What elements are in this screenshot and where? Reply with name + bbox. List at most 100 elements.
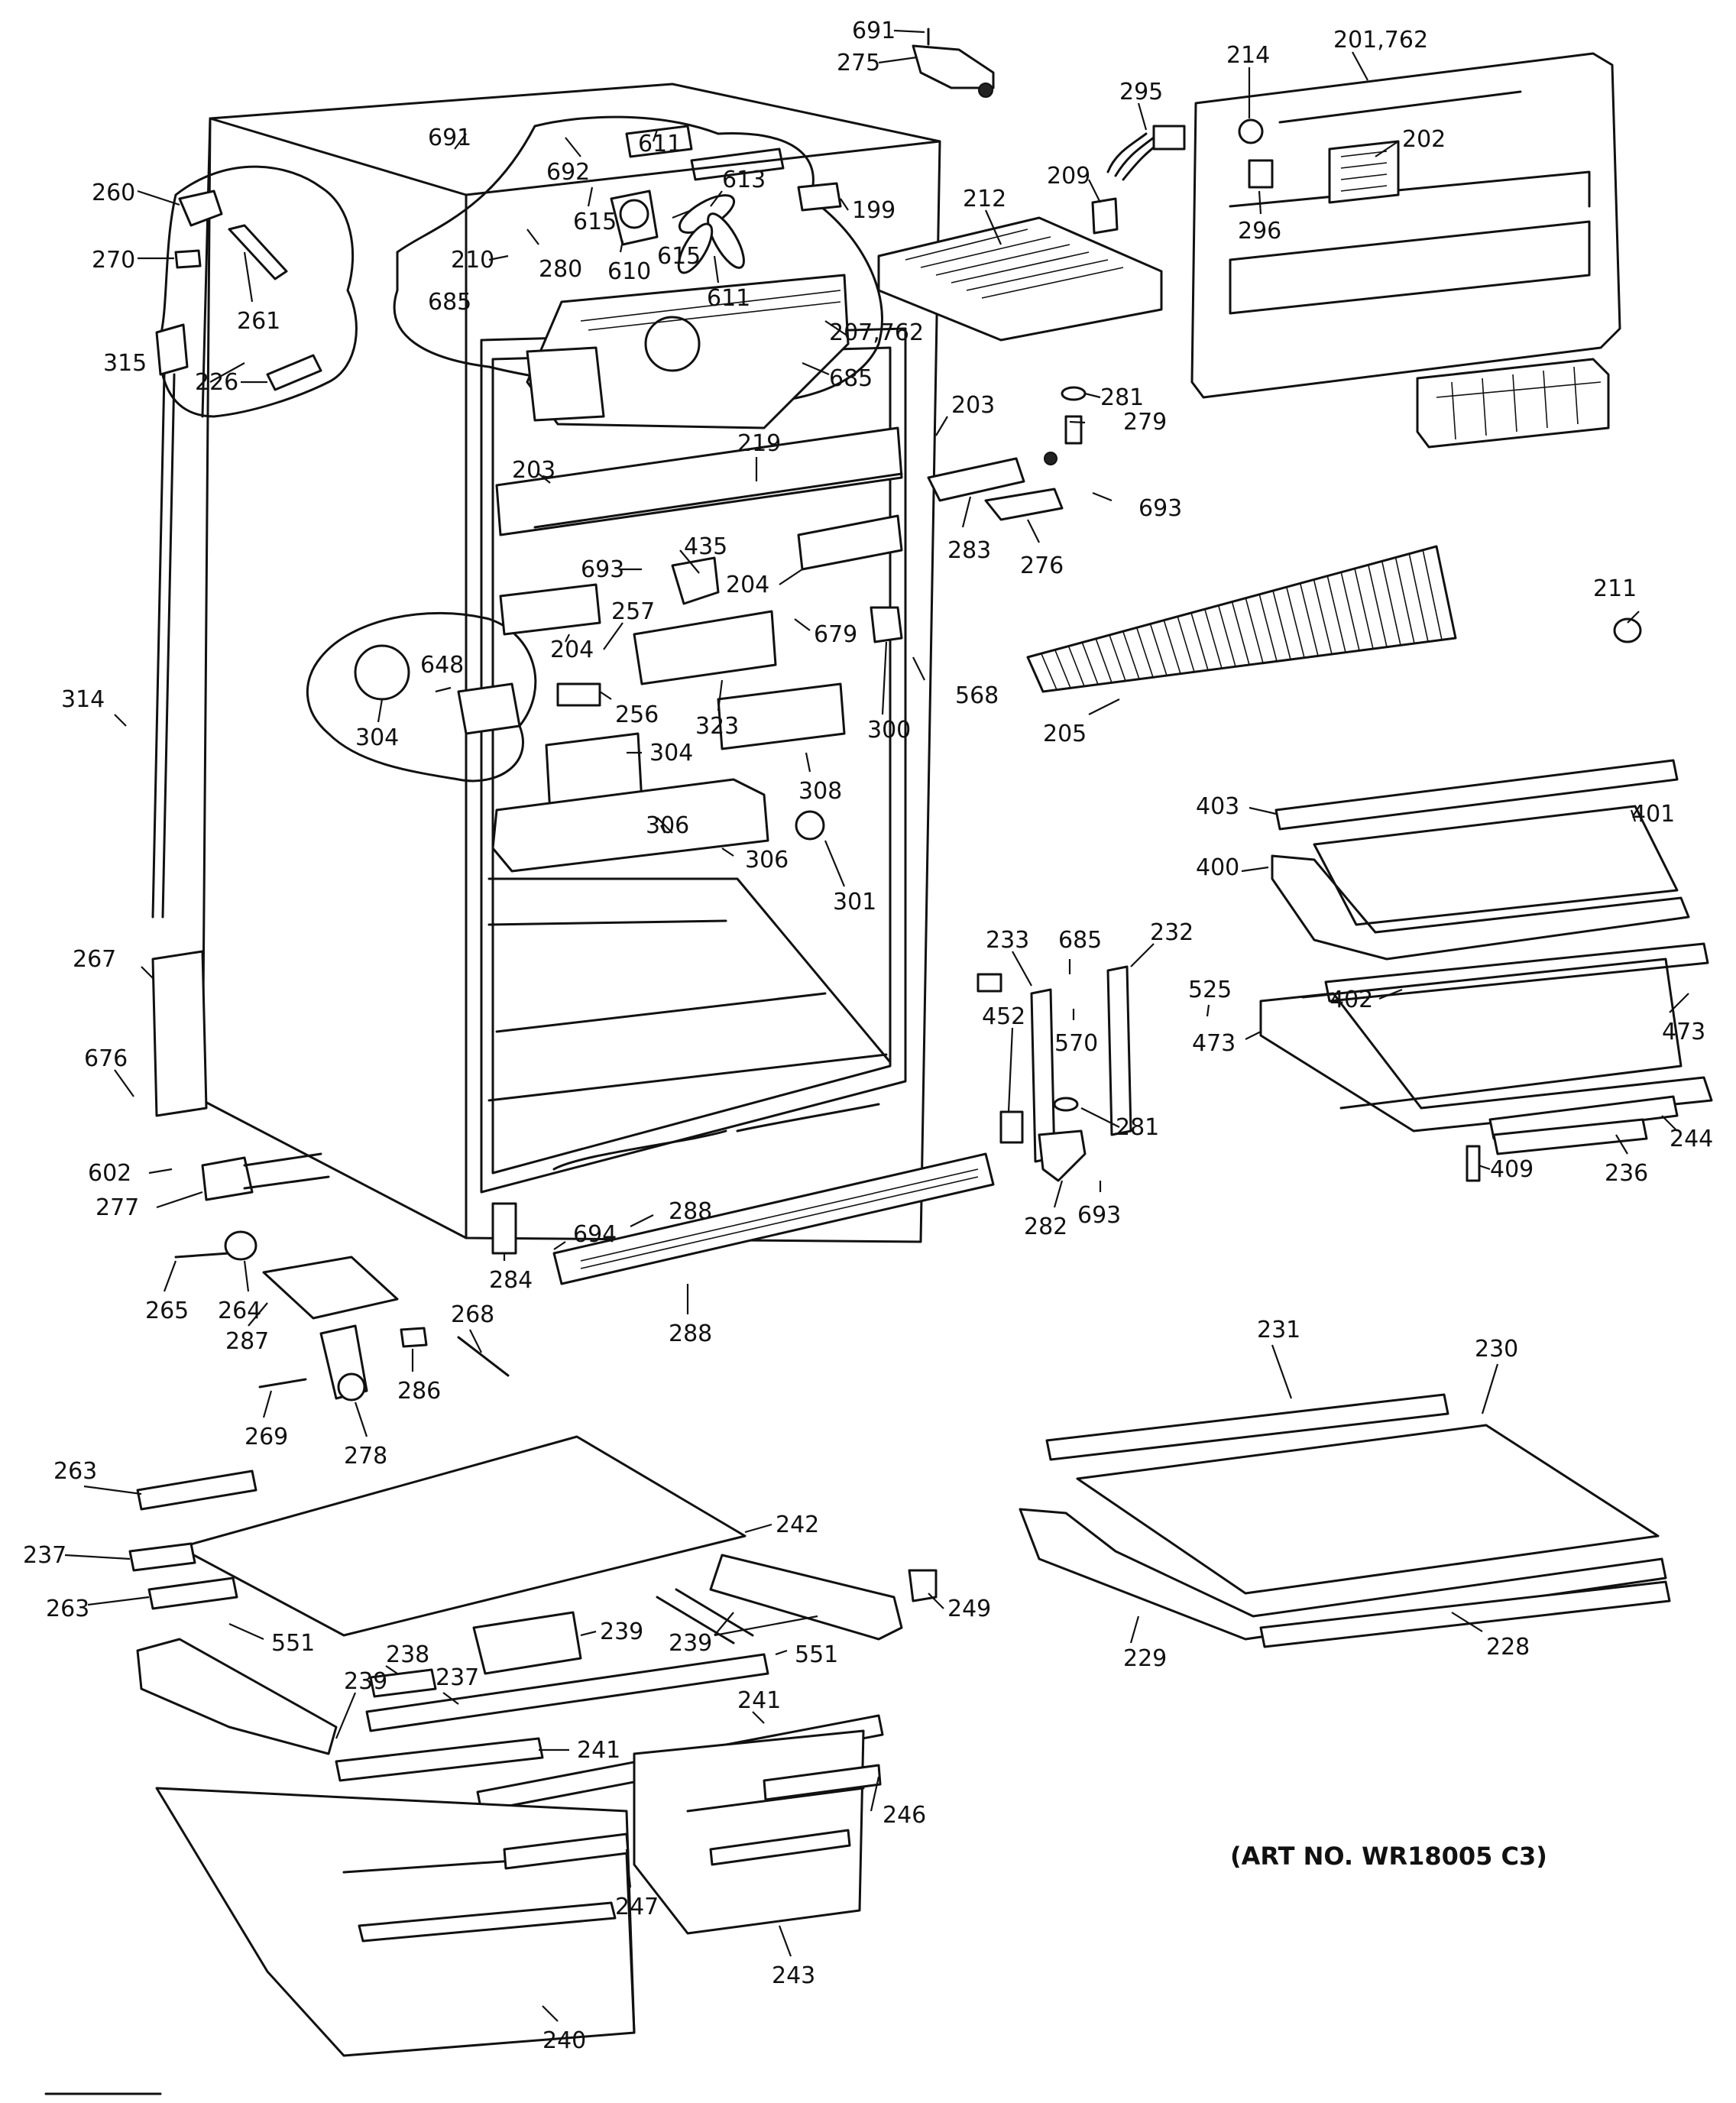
callout-308: 308: [798, 778, 842, 805]
bracket-204-right: [797, 514, 903, 571]
callout-611-b: 613: [722, 167, 766, 193]
callout-473-right: 473: [1662, 1019, 1705, 1045]
callout-323: 323: [695, 713, 739, 740]
glass-230: [1076, 1424, 1660, 1595]
callout-400: 400: [1196, 854, 1239, 881]
callout-231: 231: [1257, 1317, 1300, 1343]
glass-401: [1313, 805, 1679, 926]
panel-267: [151, 950, 208, 1117]
callout-265: 265: [145, 1298, 189, 1324]
bracket-282: [1038, 1129, 1087, 1182]
rail-232: [1106, 965, 1132, 1136]
control-housing-306: [491, 778, 769, 873]
callout-199: 199: [852, 197, 896, 224]
trim-403: [1274, 759, 1679, 831]
callout-247: 247: [615, 1894, 659, 1920]
fitting-315: [155, 323, 189, 376]
callout-602: 602: [88, 1160, 131, 1187]
callout-211: 211: [1593, 575, 1637, 602]
plate-308: [717, 682, 846, 750]
callout-402: 402: [1330, 987, 1373, 1013]
callout-204-right: 204: [726, 572, 769, 598]
callout-288-upper: 288: [669, 1198, 712, 1225]
thermostat-300: [870, 606, 903, 643]
washer-281-top: [1061, 386, 1087, 401]
callout-261: 261: [237, 308, 280, 335]
bracket-199: [797, 182, 842, 212]
clip-233: [976, 973, 1002, 993]
callout-306-upper: 306: [646, 812, 689, 839]
callout-685-rail: 685: [1058, 927, 1102, 954]
callout-287: 287: [225, 1328, 269, 1355]
callout-237-left: 237: [23, 1542, 66, 1569]
callout-241-left: 241: [577, 1737, 620, 1764]
callout-269: 269: [245, 1424, 288, 1450]
callout-693-center: 693: [581, 556, 624, 583]
pad-452: [999, 1110, 1024, 1144]
rail-239-center: [656, 1588, 754, 1644]
trim-244: [1488, 1095, 1679, 1140]
trim-236: [1492, 1118, 1648, 1155]
callout-244: 244: [1670, 1126, 1713, 1152]
bracket-611a: [625, 125, 693, 158]
wire-shelf-205: [1026, 545, 1457, 693]
callout-277: 277: [96, 1194, 139, 1221]
callout-692: 692: [546, 159, 590, 186]
trim-241-left: [335, 1737, 544, 1782]
callout-306-lower: 306: [745, 847, 789, 873]
callout-239-left: 239: [344, 1668, 387, 1695]
handle-246: [763, 1764, 882, 1801]
callout-613: 611: [707, 285, 750, 312]
callout-279: 279: [1123, 409, 1167, 436]
part-435: [671, 556, 720, 605]
fan-blade-613: [677, 194, 745, 274]
callout-693-right: 693: [1138, 495, 1182, 522]
callout-452: 452: [982, 1003, 1025, 1030]
callout-473-left: 473: [1192, 1030, 1236, 1057]
center-hinge-276: [927, 452, 1064, 521]
callout-232: 232: [1150, 919, 1194, 946]
callout-281-bottom: 281: [1116, 1114, 1159, 1141]
callout-276: 276: [1020, 552, 1064, 579]
trim-231: [1045, 1393, 1449, 1461]
fan-motor-610: [610, 190, 659, 246]
trim-228: [1259, 1580, 1671, 1648]
callout-409: 409: [1490, 1156, 1534, 1183]
bracket-277: [201, 1156, 254, 1201]
callout-229: 229: [1123, 1645, 1167, 1672]
callout-210: 210: [451, 247, 494, 274]
callout-226: 226: [195, 369, 238, 396]
callout-205: 205: [1043, 721, 1087, 747]
callout-230: 230: [1475, 1336, 1518, 1363]
callout-263-top: 263: [53, 1458, 97, 1485]
control-box-323: [633, 610, 777, 685]
callout-315: 315: [103, 350, 147, 377]
shelf-stop-211: [1613, 617, 1642, 643]
nut-286: [400, 1327, 428, 1348]
callout-239-mid: 239: [600, 1619, 643, 1645]
callout-615-b: 615: [657, 243, 701, 270]
callout-256: 256: [615, 702, 659, 728]
callout-679: 679: [814, 621, 857, 648]
callout-263-bottom: 263: [46, 1596, 89, 1622]
callout-240: 240: [542, 2027, 586, 2054]
grommet-270: [174, 249, 202, 269]
pin-279: [1064, 415, 1083, 445]
callout-257: 257: [611, 598, 655, 625]
callout-694: 694: [573, 1221, 617, 1248]
callout-314: 314: [61, 686, 105, 713]
leader-lines: [64, 29, 1689, 2022]
crisper-drawer-240: [155, 1787, 636, 2057]
callout-275: 275: [837, 50, 880, 76]
callout-268: 268: [451, 1301, 494, 1328]
callout-551-right: 551: [795, 1641, 838, 1668]
control-cutaway-outline: [306, 611, 537, 783]
callout-260: 260: [92, 180, 135, 206]
callout-401: 401: [1631, 801, 1675, 828]
callout-219: 219: [737, 430, 781, 457]
freezer-door-liner: [1190, 52, 1621, 399]
callout-610: 610: [607, 258, 651, 285]
trim-263-bottom: [147, 1576, 238, 1610]
callout-237-right: 237: [436, 1664, 479, 1691]
